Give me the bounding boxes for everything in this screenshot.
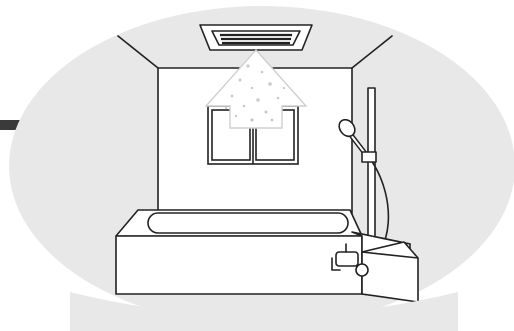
ceiling-ventilation-fan-icon: [200, 25, 312, 50]
